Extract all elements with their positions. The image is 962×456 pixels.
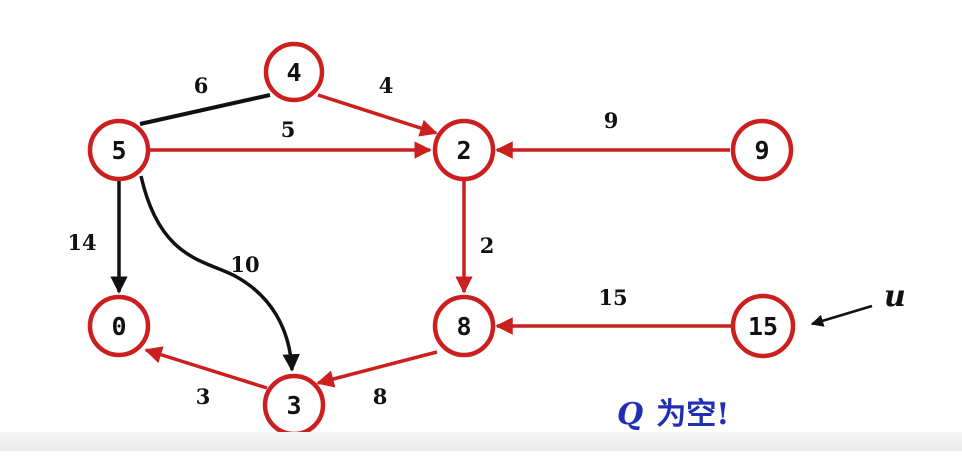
weight-15-8: 15 (598, 285, 627, 310)
edge-8-3 (316, 350, 438, 388)
edge-3-0 (144, 346, 268, 390)
node-4: 4 (263, 41, 325, 103)
caption: Q 为空! (617, 397, 729, 432)
weight-3-0: 3 (196, 384, 211, 409)
edge-4-2 (317, 93, 438, 137)
node-2-label: 2 (456, 136, 471, 165)
weight-4-2: 4 (379, 73, 394, 98)
node-8: 8 (432, 294, 496, 358)
weight-5-0: 14 (67, 230, 96, 255)
node-5-label: 5 (111, 136, 126, 165)
node-0: 0 (87, 294, 151, 358)
weight-5-2: 5 (281, 117, 296, 142)
node-8-label: 8 (456, 312, 471, 341)
node-5: 5 (87, 118, 151, 182)
weight-8-3: 8 (373, 384, 388, 409)
node-15: 15 (730, 293, 796, 359)
weight-2-8: 2 (480, 233, 495, 258)
node-3-label: 3 (286, 391, 301, 420)
node-4-label: 4 (286, 58, 301, 87)
node-9-label: 9 (754, 136, 769, 165)
node-9: 9 (730, 118, 794, 182)
caption-q: Q (617, 397, 643, 432)
node-0-label: 0 (111, 312, 126, 341)
weight-5-3: 10 (230, 252, 259, 277)
node-15-label: 15 (748, 312, 778, 341)
edge-5-3 (139, 175, 300, 372)
edge-5-4 (139, 93, 271, 126)
weight-5-4: 6 (194, 73, 209, 98)
node-3: 3 (262, 373, 326, 437)
bottom-fade-strip (0, 432, 962, 451)
node-2: 2 (432, 118, 496, 182)
pointer-label-u: u (884, 279, 906, 314)
weight-9-2: 9 (604, 108, 619, 133)
pointer-arrow (810, 304, 873, 327)
caption-text: 为空! (656, 397, 729, 432)
